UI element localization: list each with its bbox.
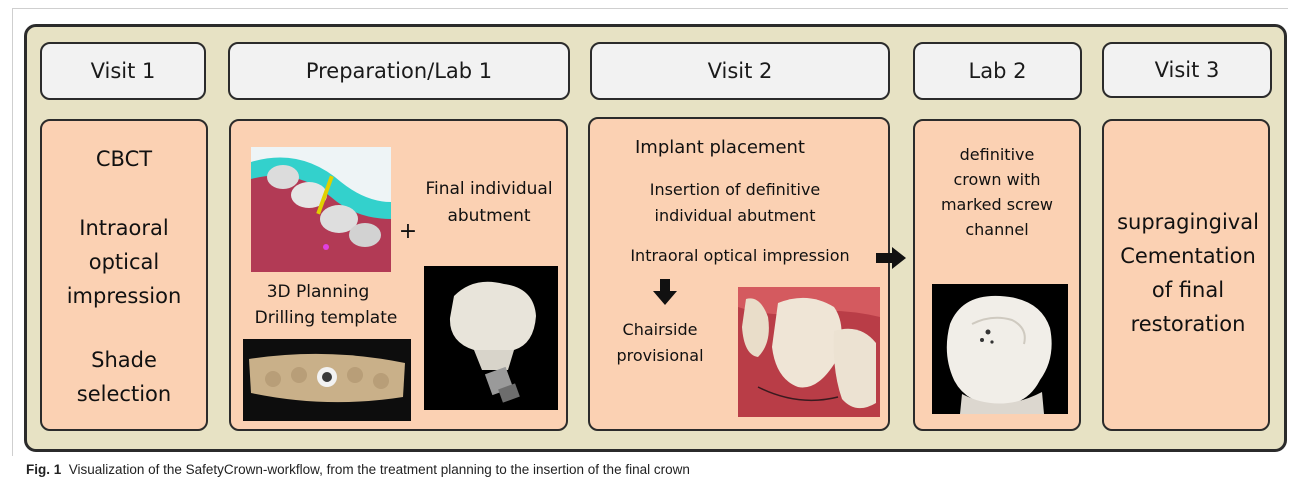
header-lab-2: Lab 2 (913, 42, 1082, 100)
figure-caption-text: Visualization of the SafetyCrown-workflo… (69, 462, 690, 477)
optical-text: optical (42, 245, 206, 279)
3d-jaw-model-icon (251, 147, 391, 272)
visit3-text-1: supragingival (1098, 205, 1278, 239)
final-abutment-text-1: Final individual (409, 177, 569, 202)
lab2-text-3: marked screw (915, 193, 1079, 216)
header-lab-2-label: Lab 2 (969, 59, 1027, 83)
shade-text: Shade (42, 343, 206, 377)
visit3-text-4: restoration (1098, 307, 1278, 341)
drilling-template-text: Drilling template (236, 306, 416, 331)
header-preparation-lab-1-label: Preparation/Lab 1 (306, 59, 492, 83)
visit-1-box: CBCT Intraoral optical impression Shade … (40, 119, 208, 431)
frame-top-line (12, 8, 1288, 9)
lab-2-box: definitive crown with marked screw chann… (913, 119, 1081, 431)
final-abutment-text-2: abutment (409, 204, 569, 229)
visit-2-box: Implant placement Insertion of definitiv… (588, 117, 890, 431)
plus-sign: + (397, 219, 419, 245)
header-preparation-lab-1: Preparation/Lab 1 (228, 42, 570, 100)
lab2-text-4: channel (915, 218, 1079, 241)
drilling-template-image (243, 339, 411, 421)
crown-icon (932, 284, 1068, 414)
preparation-lab-1-box: Final individual abutment + 3D Planning … (229, 119, 568, 431)
lab2-text-2: crown with (915, 168, 1079, 191)
implant-placement-text: Implant placement (620, 135, 820, 160)
insertion-text-2: individual abutment (610, 205, 860, 227)
abutment-image (424, 266, 558, 410)
right-arrow-icon (876, 247, 906, 269)
down-arrow-icon (652, 279, 678, 305)
abutment-icon (424, 266, 558, 410)
implant-clinical-photo (738, 287, 880, 417)
drilling-template-icon (243, 339, 411, 421)
3d-planning-image (251, 147, 391, 272)
visit3-text-2: Cementation (1098, 239, 1278, 273)
header-visit-3: Visit 3 (1102, 42, 1272, 98)
frame-left-line (12, 8, 13, 456)
header-visit-3-label: Visit 3 (1155, 58, 1220, 82)
header-visit-2-label: Visit 2 (708, 59, 773, 83)
lab2-text-1: definitive (915, 143, 1079, 166)
impression-text: impression (42, 279, 206, 313)
definitive-crown-image (932, 284, 1068, 414)
selection-text: selection (42, 377, 206, 411)
header-visit-2: Visit 2 (590, 42, 890, 100)
insertion-text-1: Insertion of definitive (610, 179, 860, 201)
intraoral-text: Intraoral (42, 211, 206, 245)
chairside-text: Chairside (610, 319, 710, 341)
figure-label: Fig. 1 (26, 462, 61, 477)
tooth-crown-photo-icon (738, 287, 880, 417)
figure-caption: Fig. 1 Visualization of the SafetyCrown-… (26, 462, 690, 477)
visit3-text-3: of final (1098, 273, 1278, 307)
optical-impression-text: Intraoral optical impression (600, 245, 880, 267)
visit-3-box: supragingival Cementation of final resto… (1102, 119, 1270, 431)
header-visit-1-label: Visit 1 (91, 59, 156, 83)
header-visit-1: Visit 1 (40, 42, 206, 100)
cbct-text: CBCT (42, 142, 206, 176)
3d-planning-text: 3D Planning (243, 280, 393, 305)
provisional-text: provisional (610, 345, 710, 367)
